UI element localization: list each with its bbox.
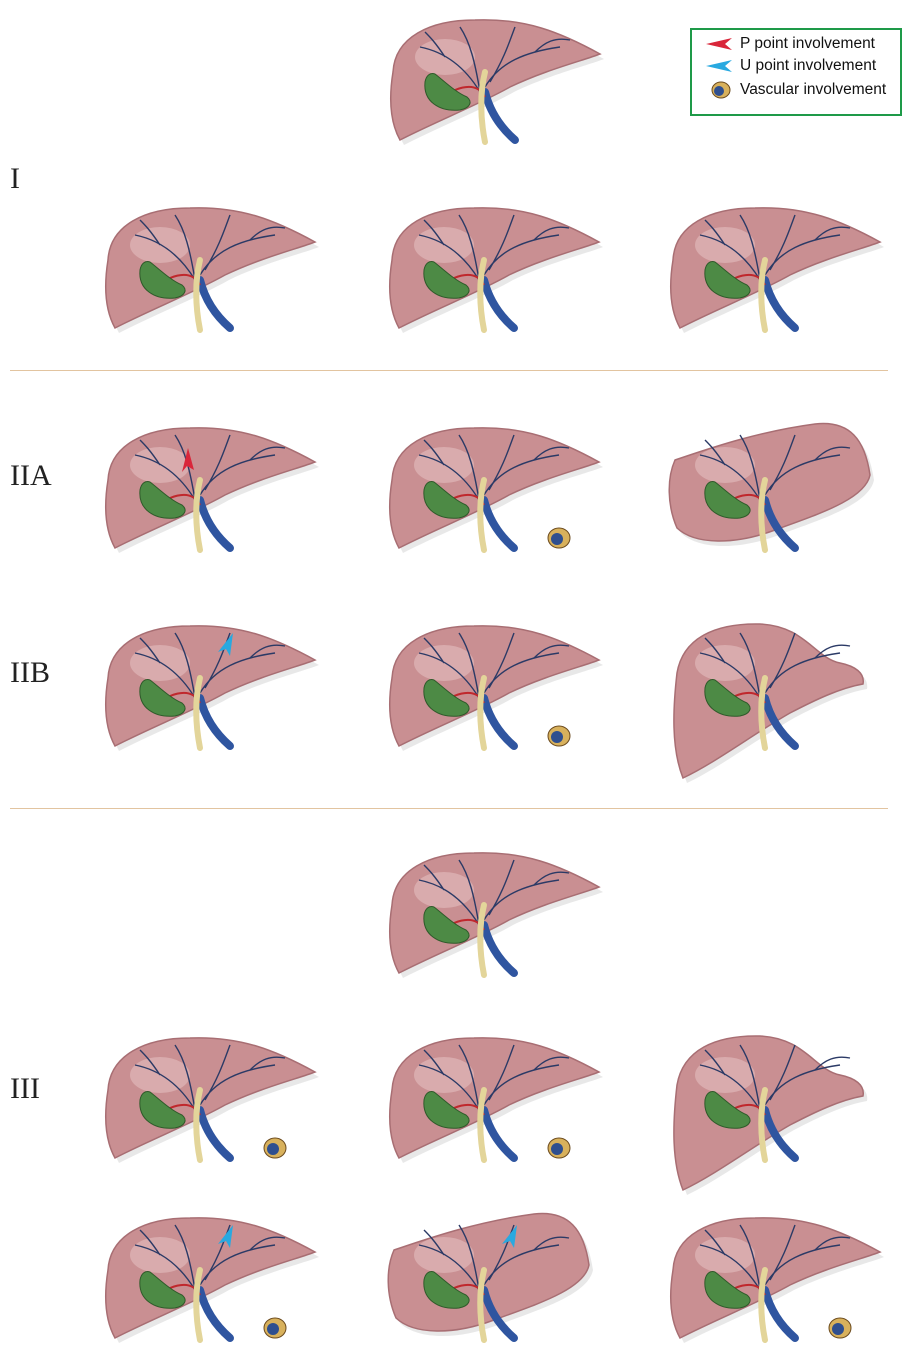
liver-diagram-iii-17: [671, 1218, 884, 1343]
liver-diagram-iia-7: [669, 423, 874, 550]
liver-diagram-iii-11: [390, 853, 603, 978]
liver-diagram-i-4: [671, 208, 884, 333]
liver-diagram-iii-16: [388, 1213, 593, 1340]
vascular-involvement-icon: [548, 1138, 570, 1158]
vascular-involvement-icon: [548, 726, 570, 746]
liver-diagram-iib-8: [106, 626, 319, 751]
liver-diagram-i-2: [106, 208, 319, 333]
liver-diagram-iii-15: [106, 1218, 319, 1343]
liver-diagram-iii-14: [674, 1036, 867, 1195]
liver-diagram-i-3: [390, 208, 603, 333]
liver-diagram-iii-13: [390, 1038, 603, 1163]
vascular-involvement-icon: [264, 1318, 286, 1338]
vascular-involvement-icon: [829, 1318, 851, 1338]
vascular-involvement-icon: [264, 1138, 286, 1158]
vascular-involvement-icon: [548, 528, 570, 548]
liver-body: [388, 1213, 589, 1331]
liver-diagram-iia-6: [390, 428, 603, 553]
liver-diagram-iii-12: [106, 1038, 319, 1163]
liver-diagram-i-1: [391, 20, 604, 145]
liver-diagram-iia-5: [106, 428, 319, 553]
liver-diagram-iib-9: [390, 626, 603, 751]
liver-diagram-iib-10: [674, 624, 867, 783]
liver-body: [669, 423, 870, 541]
